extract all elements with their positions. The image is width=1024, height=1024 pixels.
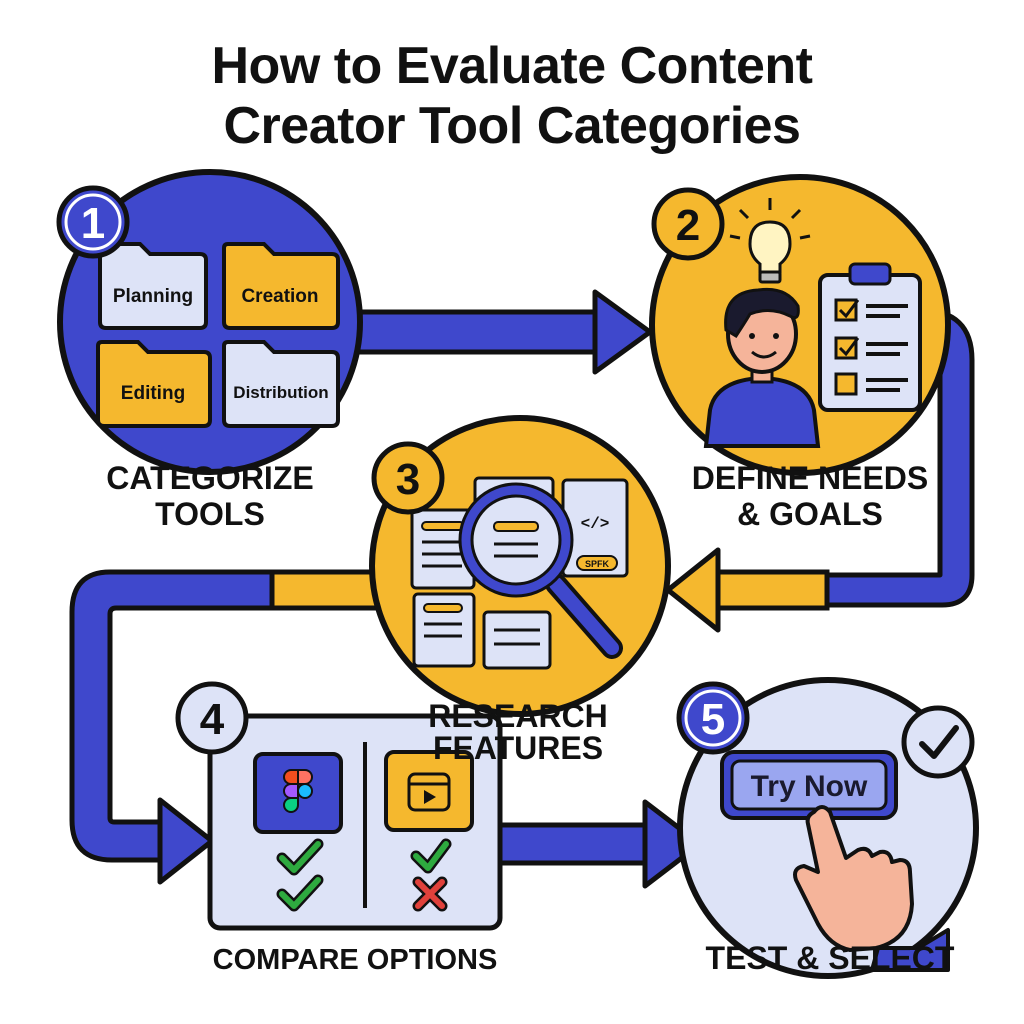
step-2-label-line-2: & GOALS	[737, 496, 883, 532]
cross-icon	[412, 876, 448, 912]
step-2-define-needs: 2	[649, 174, 951, 476]
code-glyph: </>	[581, 515, 610, 533]
step-3-label-line-1: RESEARCH	[428, 698, 608, 734]
step-1-number-badge: 1	[56, 185, 130, 259]
check-icon	[279, 877, 321, 909]
folder-editing-label: Editing	[121, 383, 185, 404]
folder-creation-label: Creation	[241, 286, 318, 307]
step-3-label-line-2: FEATURES	[432, 730, 604, 766]
check-icon	[413, 841, 449, 871]
step-2-label-line-1: DEFINE NEEDS	[691, 460, 929, 496]
check-circle-icon	[901, 705, 975, 779]
lightbulb-icon	[729, 198, 811, 284]
step-4-number: 4	[200, 695, 225, 744]
step-2-number-badge: 2	[651, 187, 725, 261]
step-4-number-badge: 4	[175, 681, 249, 755]
arrow-1-to-2	[337, 289, 653, 375]
step-5-label: TEST & SELECT	[705, 940, 955, 976]
step-4-label: COMPARE OPTIONS	[212, 944, 498, 976]
title-line-1: How to Evaluate Content	[211, 37, 813, 95]
title-line-2: Creator Tool Categories	[223, 97, 801, 155]
magnifier-icon	[458, 482, 623, 659]
connector-2-to-3	[665, 307, 975, 633]
spfk-badge: SPFK	[585, 559, 610, 569]
step-5-number: 5	[701, 695, 725, 744]
document-bottom-center	[482, 610, 552, 670]
step-5-number-badge: 5	[676, 681, 750, 755]
step-3-number: 3	[396, 455, 420, 504]
folder-distribution-label: Distribution	[233, 383, 328, 402]
person-icon	[703, 287, 821, 448]
try-now-label: Try Now	[751, 770, 868, 803]
figma-logo-icon	[253, 752, 343, 834]
clipboard-checklist-icon	[818, 262, 922, 412]
folder-distribution: Distribution	[222, 340, 340, 428]
step-3-research: </> SPFK 3	[369, 415, 671, 717]
step-4-compare: 4	[175, 681, 503, 931]
folder-planning-label: Planning	[113, 286, 193, 307]
document-icon	[410, 508, 476, 590]
folder-creation: Creation	[222, 242, 340, 330]
folder-editing: Editing	[96, 340, 212, 428]
arrow-4-to-5	[497, 799, 703, 889]
step-1-label-line-2: TOOLS	[155, 496, 265, 532]
step-1-number: 1	[81, 199, 105, 248]
step-2-number: 2	[676, 201, 700, 250]
try-now-button: Try Now	[720, 750, 898, 820]
step-1-label-line-1: CATEGORIZE	[106, 460, 314, 496]
check-icon	[279, 841, 321, 873]
document-bottom-left	[412, 592, 476, 668]
video-clip-icon	[384, 750, 474, 832]
pointing-hand-icon	[793, 805, 950, 972]
step-3-number-badge: 3	[371, 441, 445, 515]
folder-planning: Planning	[98, 242, 208, 330]
step-5-test-select: Try Now 5	[676, 677, 979, 979]
step-1-categorize: Planning Creation Editing Distribution 1	[56, 169, 363, 475]
code-icon: </> SPFK	[561, 478, 629, 578]
